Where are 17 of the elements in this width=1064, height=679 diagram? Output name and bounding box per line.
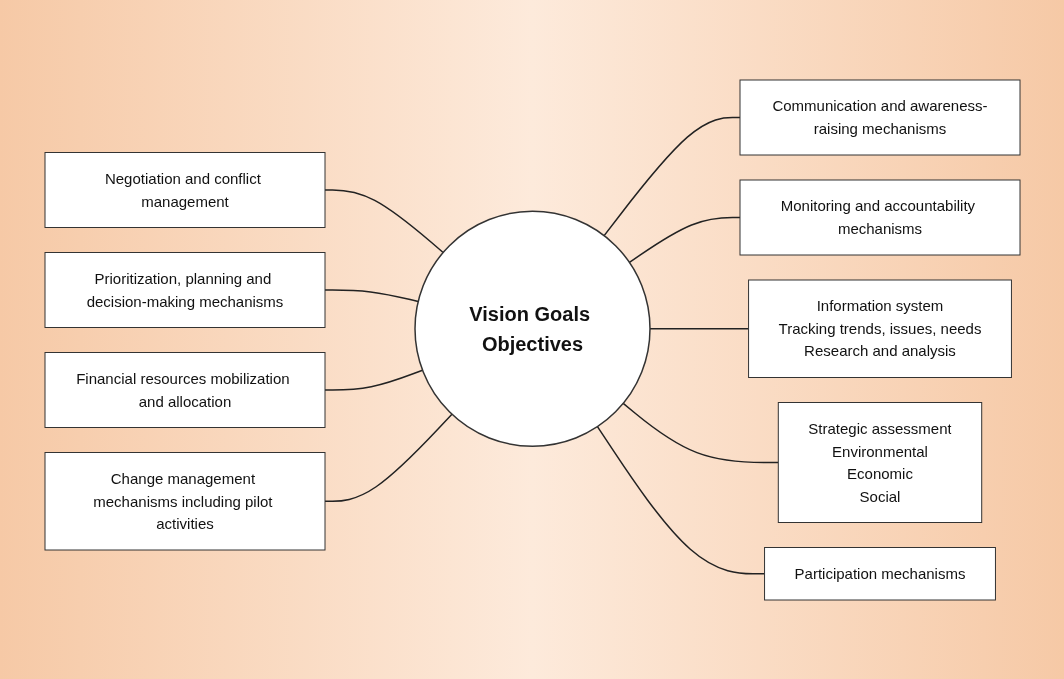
connector	[323, 188, 444, 253]
node-box: Negotiation and conflict management	[44, 151, 325, 228]
node-box: Financial resources mobilization and allocation	[44, 351, 325, 428]
connector	[628, 216, 741, 263]
connector	[596, 425, 765, 574]
node-box: Information system Tracking trends, issues, needs Research and analysis	[747, 279, 1012, 378]
connector	[602, 116, 741, 236]
node-box: Participation mechanisms	[763, 546, 996, 600]
node-box: Strategic assessment Environmental Economic Social	[777, 401, 982, 523]
node-box: Change management mechanisms including pilot activities	[44, 451, 325, 550]
node-box: Prioritization, planning and decision-making mechanisms	[44, 251, 325, 328]
node-circle: Vision Goals Objectives	[413, 210, 651, 447]
connector	[621, 402, 779, 463]
node-box: Communication and awareness-raising mechanisms	[739, 79, 1020, 155]
node-box: Monitoring and accountability mechanisms	[739, 179, 1020, 255]
connector	[323, 413, 453, 502]
connector	[323, 368, 423, 391]
